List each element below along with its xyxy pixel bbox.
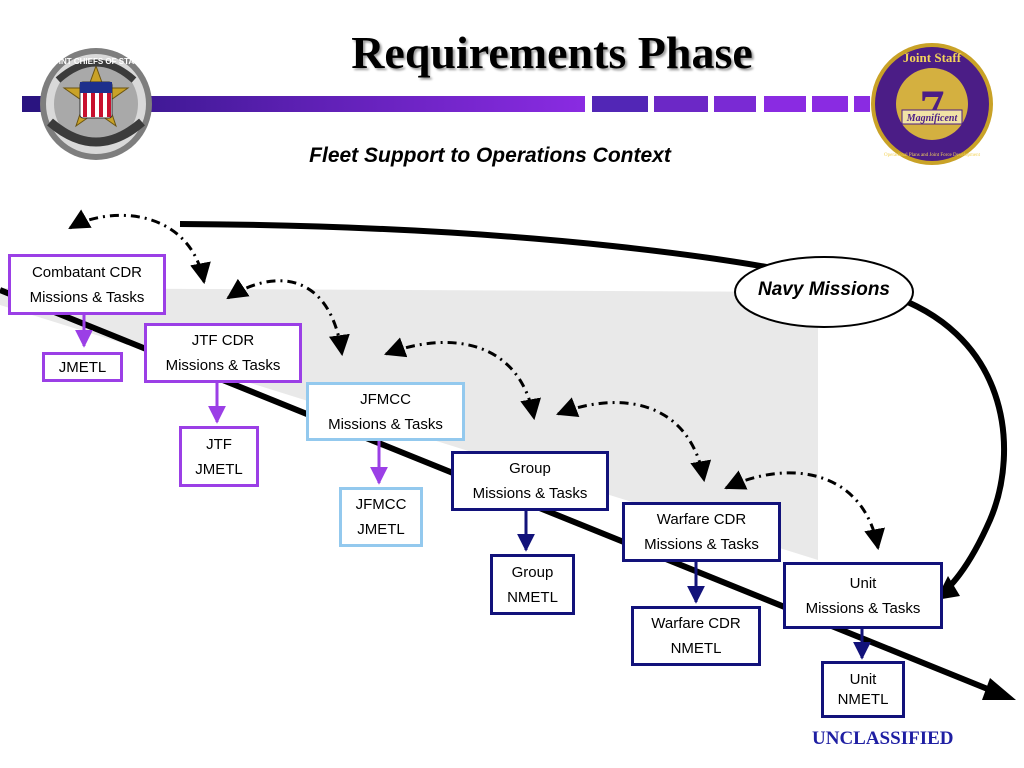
feedback-arrow-3 [384, 337, 541, 421]
joint-staff-j7-seal-icon: Joint Staff 7 Magnificent Operational Pl… [871, 43, 993, 165]
seal-numeral: 7 [920, 79, 945, 135]
seal-banner: Magnificent [906, 113, 959, 124]
joint-chiefs-of-staff-seal-icon: JOINT CHIEFS OF STAFF [40, 48, 152, 160]
feedback-arrows [68, 209, 885, 551]
subtitle: Fleet Support to Operations Context [309, 144, 671, 167]
classification-label: UNCLASSIFIED [812, 728, 954, 749]
jmetl-box: JMETL [42, 352, 123, 382]
feedback-arrow-4 [556, 397, 712, 483]
page-title: Requirements Phase [351, 27, 753, 78]
feedback-arrow-5 [724, 470, 885, 551]
navy-missions-label: Navy Missions [758, 279, 890, 300]
navy-missions-ellipse [734, 256, 914, 328]
feedback-arrow-2 [226, 278, 350, 357]
seal-top-text: Joint Staff [903, 50, 962, 65]
seal-ring-text: Operational Plans and Joint Force Develo… [884, 153, 981, 158]
hierarchy-arrowhead [982, 678, 1016, 700]
seal-text: JOINT CHIEFS OF STAFF [48, 57, 144, 66]
